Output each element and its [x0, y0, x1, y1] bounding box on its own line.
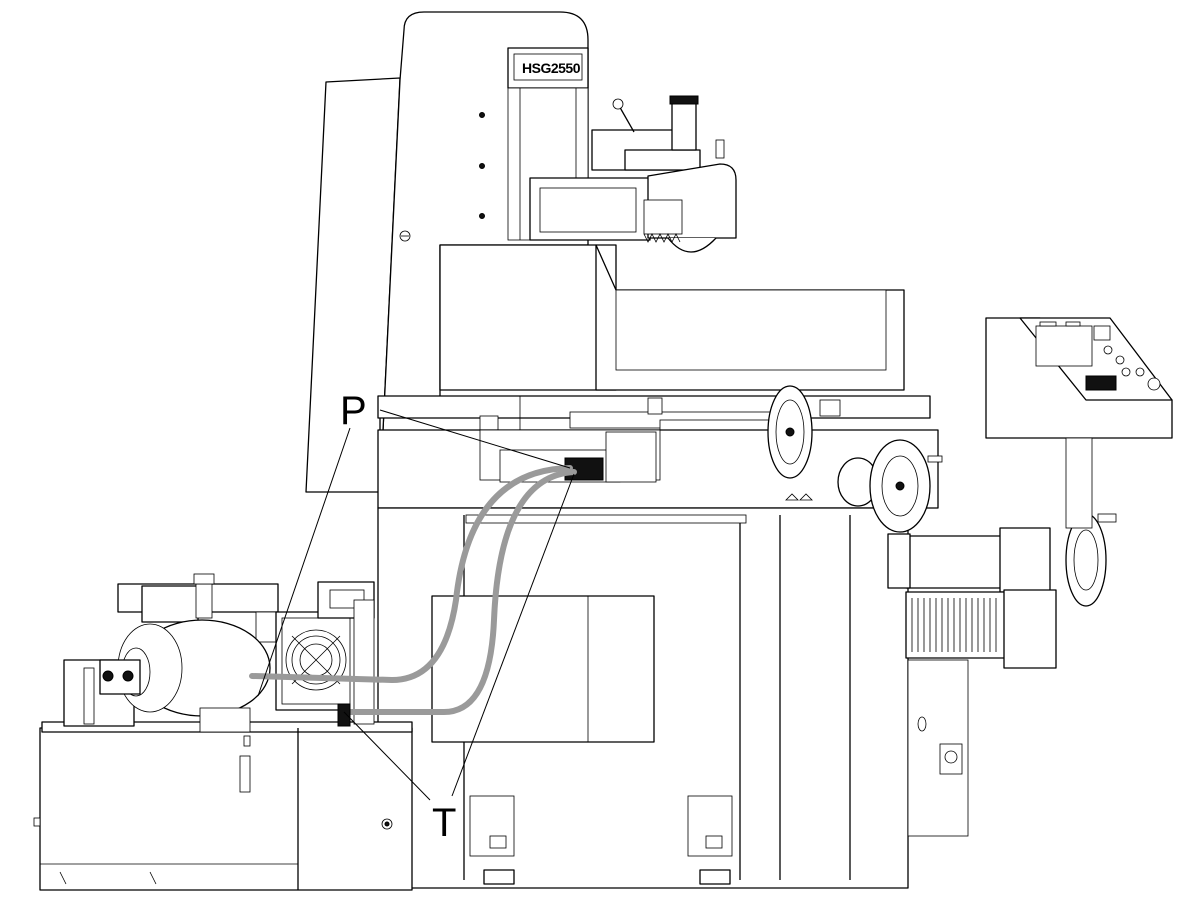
leveling-feet	[469, 795, 733, 885]
hydraulic-hoses	[249, 465, 577, 727]
control-pendant	[985, 317, 1173, 529]
saddle-block	[439, 244, 905, 391]
cabinet-door	[431, 595, 655, 743]
pump-motor	[63, 573, 279, 733]
table-handwheel	[767, 385, 813, 479]
callout-t-label: T	[432, 801, 456, 845]
callout-p: P	[257, 389, 571, 697]
callout-t: T	[343, 473, 575, 845]
motor-fins	[911, 598, 997, 652]
model-plate-text: HSG2550	[522, 60, 581, 76]
cross-handwheel	[837, 439, 943, 533]
oil-cooler	[275, 581, 375, 725]
feed-gearbox	[887, 513, 1117, 837]
hydraulic-unit	[33, 721, 413, 891]
spindle-head	[529, 95, 737, 253]
column-head: HSG2550	[379, 11, 589, 493]
callout-p-label: P	[340, 389, 367, 433]
